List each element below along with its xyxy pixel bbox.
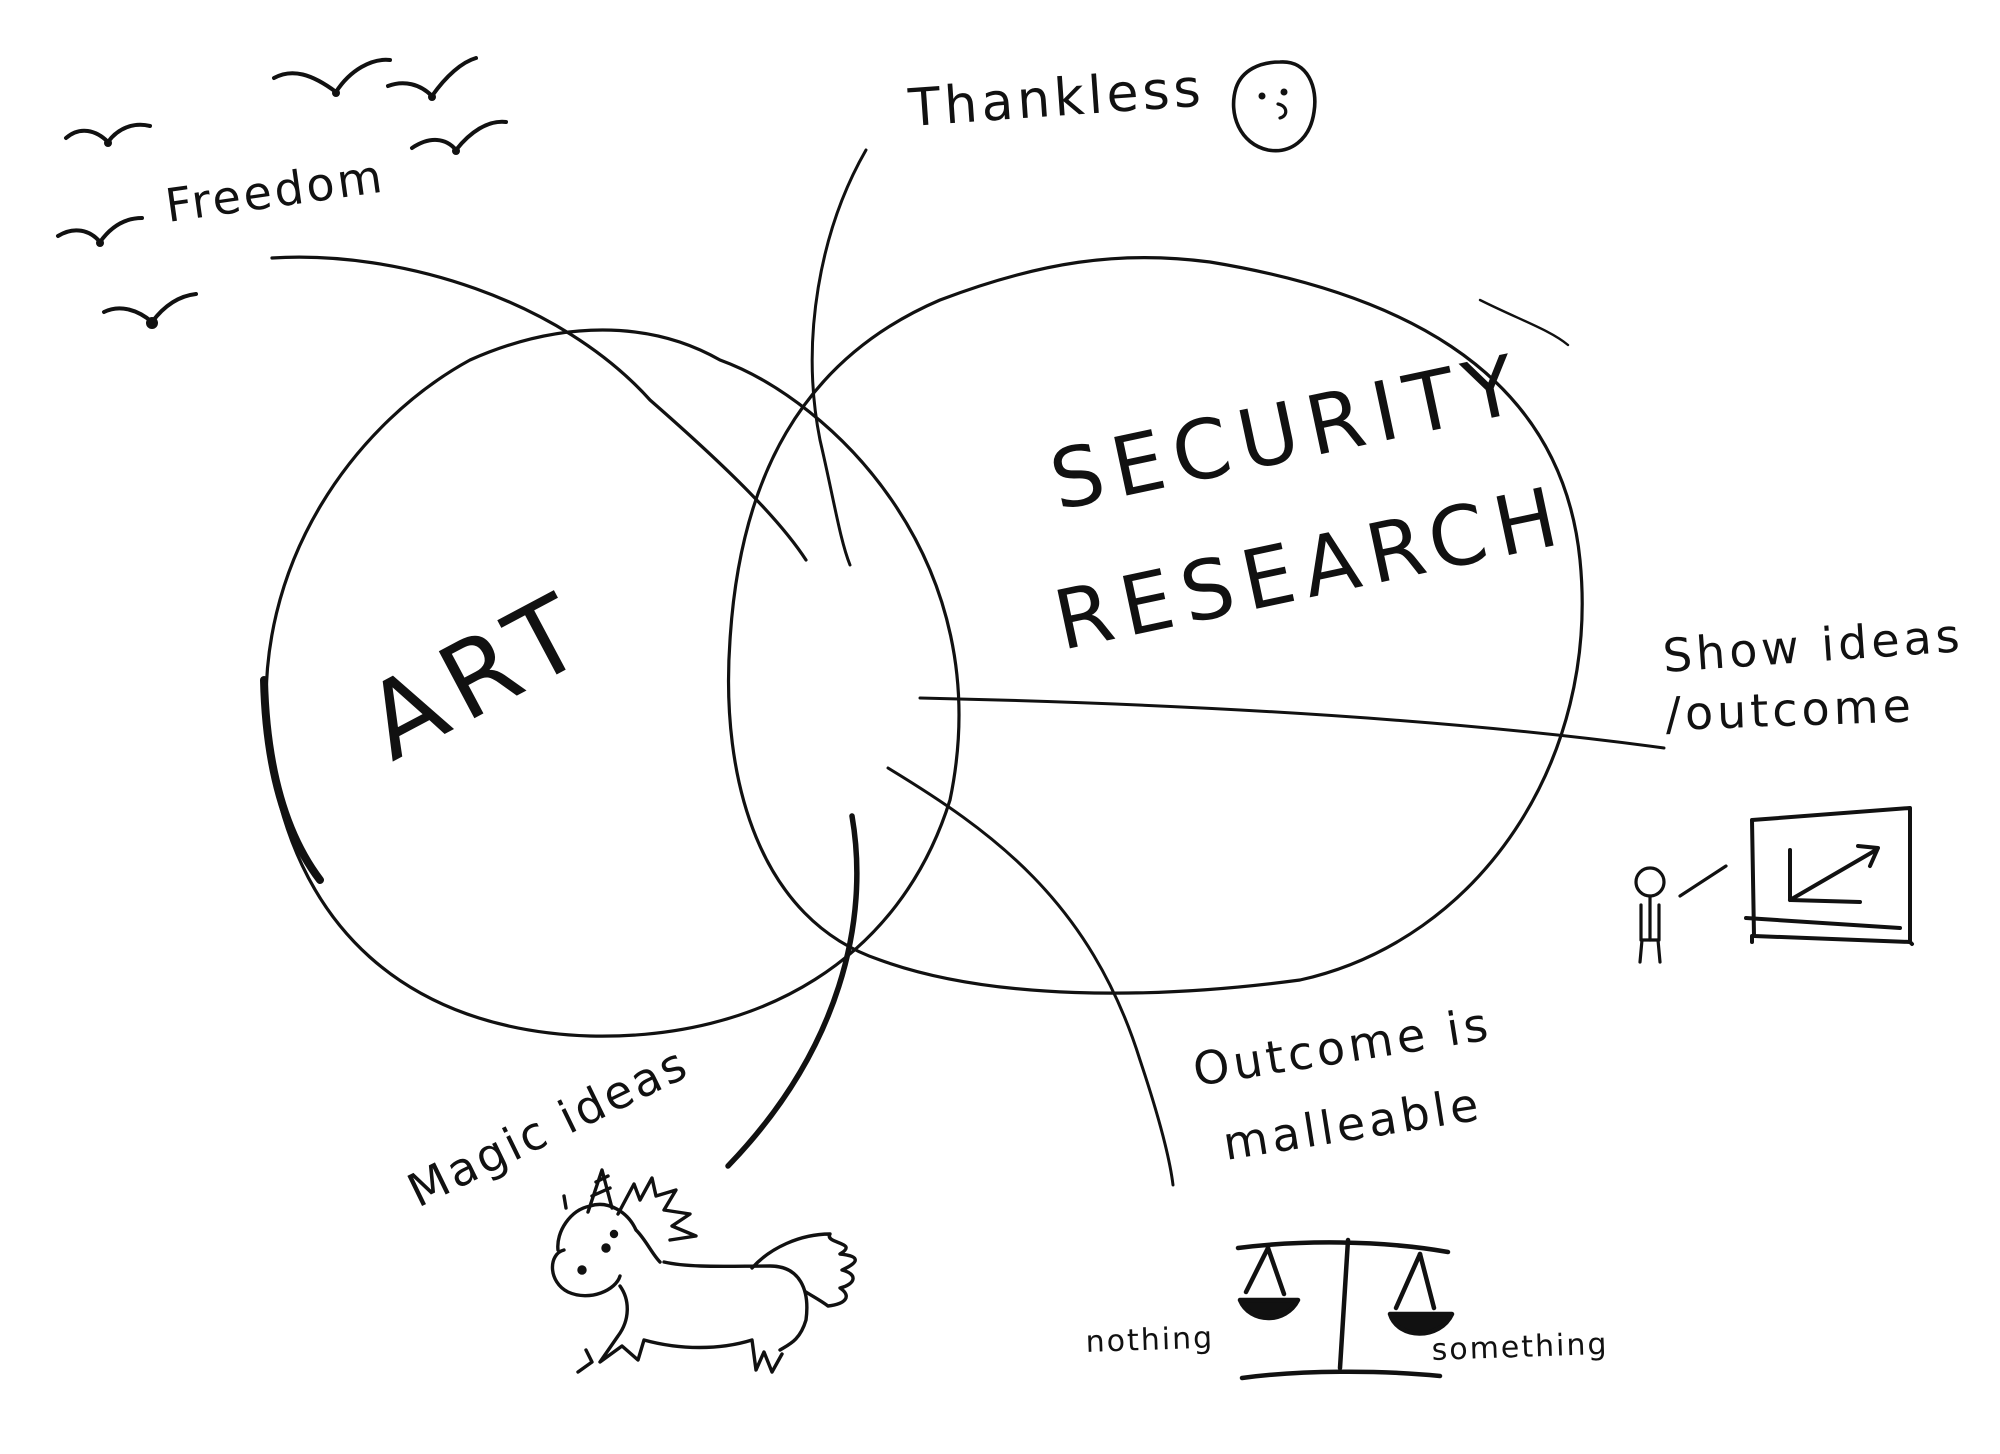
art-circle-thick-arc [260,676,324,884]
security-circle-overlap-arc [1478,298,1570,347]
venn-circles [260,255,1584,1038]
worried-face-icon [1231,60,1317,153]
pointer-lines [270,148,1666,1187]
freedom-pointer [270,255,808,562]
scales-icon [1235,1237,1455,1381]
freedom-label: Freedom [162,149,388,233]
unicorn-icon [550,1168,857,1374]
nothing-label: nothing [1085,1321,1215,1360]
art-circle [264,328,961,1038]
art-label: ART [346,566,611,784]
presenter-icon [1634,864,1728,964]
malleable-label: malleable [1219,1077,1486,1171]
outcome-pointer [886,766,1175,1187]
security-research-circle [726,255,1584,995]
outcome-slash-label: /outcome [1664,678,1915,741]
show-ideas-pointer [918,696,1666,750]
birds-icon [56,56,508,329]
thankless-label: Thankless [906,58,1207,139]
thankless-pointer [810,148,868,567]
chart-board-icon [1744,806,1914,946]
magic-ideas-pointer [725,813,860,1169]
something-label: something [1431,1327,1609,1368]
show-ideas-label: Show ideas [1661,608,1965,683]
magic-ideas-label: Magic ideas [399,1036,697,1218]
